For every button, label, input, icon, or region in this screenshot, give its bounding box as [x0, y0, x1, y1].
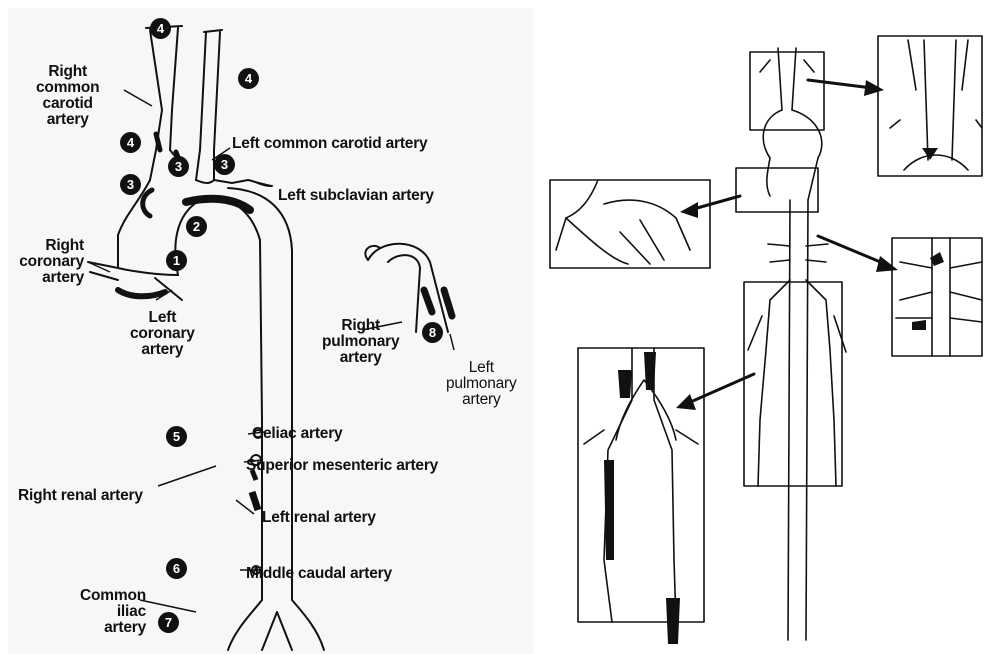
badge-4-top: 4 [150, 18, 171, 39]
label-line: Right [36, 64, 99, 80]
badge-3-left: 3 [120, 174, 141, 195]
frame-iliac-zoom [578, 348, 704, 622]
label-left-pulmonary-artery: Left pulmonary artery [446, 360, 517, 408]
badge-8: 8 [422, 322, 443, 343]
badge-3-right: 3 [214, 154, 235, 175]
label-line: pulmonary [446, 376, 517, 392]
label-line: artery [130, 342, 195, 358]
badge-3-mid: 3 [168, 156, 189, 177]
badge-6: 6 [166, 558, 187, 579]
badge-4-left: 4 [120, 132, 141, 153]
label-line: artery [36, 112, 99, 128]
label-celiac-artery: Celiac artery [252, 426, 342, 442]
label-right-coronary-artery: Right coronary artery [10, 238, 84, 286]
badge-4-right: 4 [238, 68, 259, 89]
label-superior-mesenteric-artery: Superior mesenteric artery [246, 458, 438, 474]
frame-neck [750, 52, 824, 130]
label-line: Right [322, 318, 399, 334]
badge-7: 7 [158, 612, 179, 633]
label-line: common [36, 80, 99, 96]
label-line: coronary [130, 326, 195, 342]
badge-2: 2 [186, 216, 207, 237]
label-left-renal-artery: Left renal artery [262, 510, 376, 526]
label-line: iliac [60, 604, 146, 620]
label-right-renal-artery: Right renal artery [18, 488, 143, 504]
label-line: coronary [10, 254, 84, 270]
label-line: artery [10, 270, 84, 286]
label-left-subclavian-artery: Left subclavian artery [278, 188, 434, 204]
label-common-iliac-artery: Common iliac artery [60, 588, 146, 636]
label-left-common-carotid-artery: Left common carotid artery [232, 136, 427, 152]
label-line: Common [60, 588, 146, 604]
badge-5: 5 [166, 426, 187, 447]
label-line: Right [10, 238, 84, 254]
label-middle-caudal-artery: Middle caudal artery [246, 566, 392, 582]
frame-heart [736, 168, 818, 212]
label-right-pulmonary-artery: Right pulmonary artery [322, 318, 399, 366]
label-line: artery [446, 392, 517, 408]
label-line: pulmonary [322, 334, 399, 350]
badge-1: 1 [166, 250, 187, 271]
label-line: Left [130, 310, 195, 326]
label-line: Left [446, 360, 517, 376]
label-line: artery [322, 350, 399, 366]
right-panel-illustration [550, 36, 982, 640]
label-left-coronary-artery: Left coronary artery [130, 310, 195, 358]
frame-coronary-zoom [550, 180, 710, 268]
label-right-common-carotid-artery: Right common carotid artery [36, 64, 99, 128]
label-line: carotid [36, 96, 99, 112]
label-line: artery [60, 620, 146, 636]
